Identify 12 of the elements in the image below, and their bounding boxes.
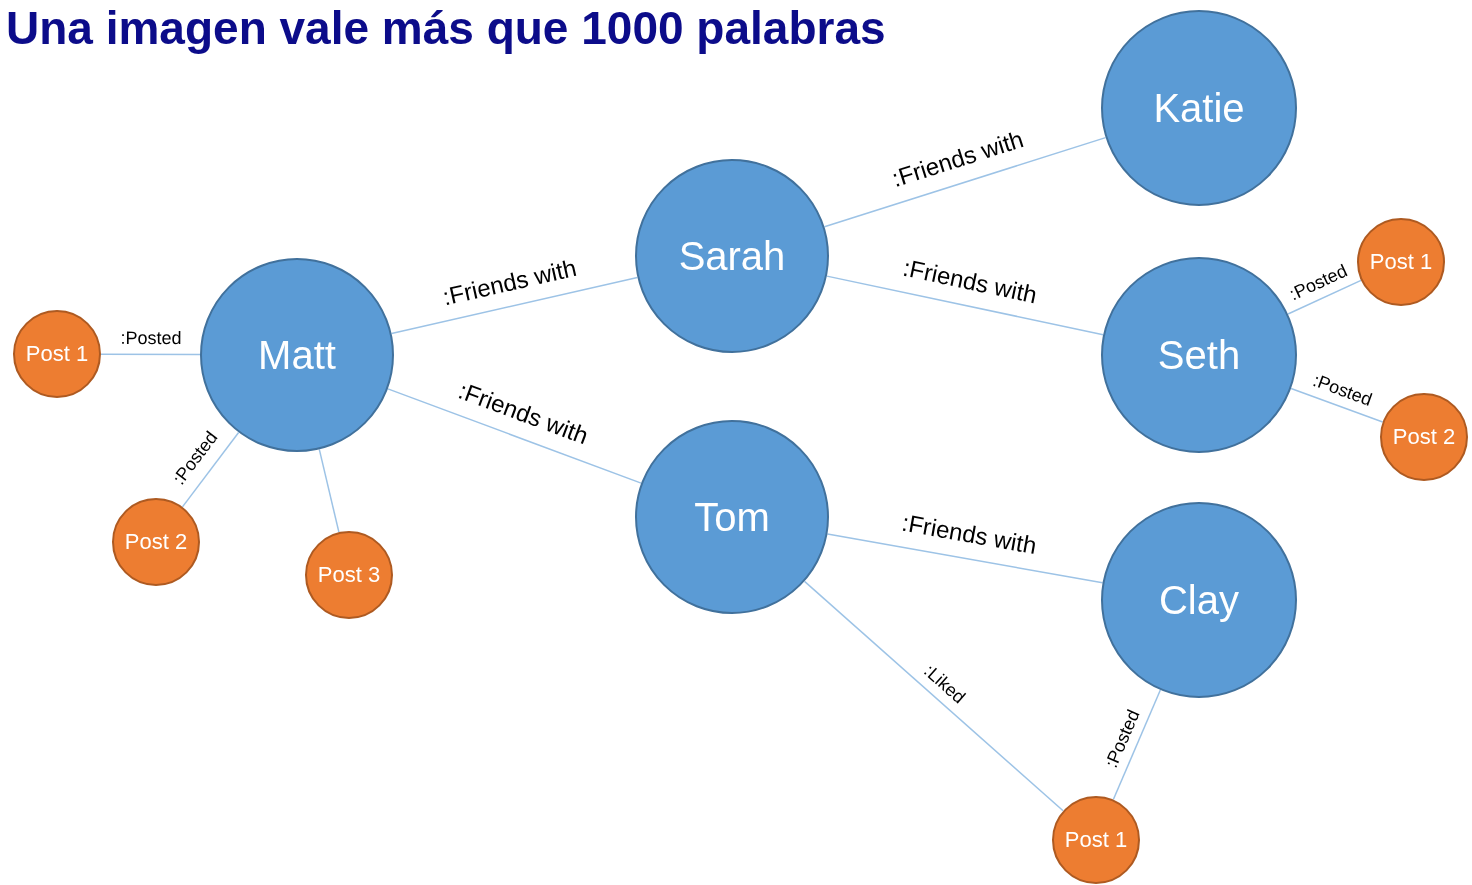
edge-label: :Friends with: [900, 256, 1039, 308]
connector-line: [181, 431, 240, 508]
connector-line: [823, 136, 1107, 228]
edge-label: :Friends with: [900, 511, 1039, 559]
connector-line: [387, 388, 642, 484]
edge-label: :Posted: [120, 329, 182, 348]
edge-label: :Friends with: [440, 255, 579, 309]
connector-line: [803, 580, 1064, 812]
connector-line: [100, 353, 201, 356]
connector-line: [1287, 279, 1362, 315]
edge-label: :Friends with: [889, 127, 1027, 192]
title: Una imagen vale más que 1000 palabras: [6, 1, 886, 56]
